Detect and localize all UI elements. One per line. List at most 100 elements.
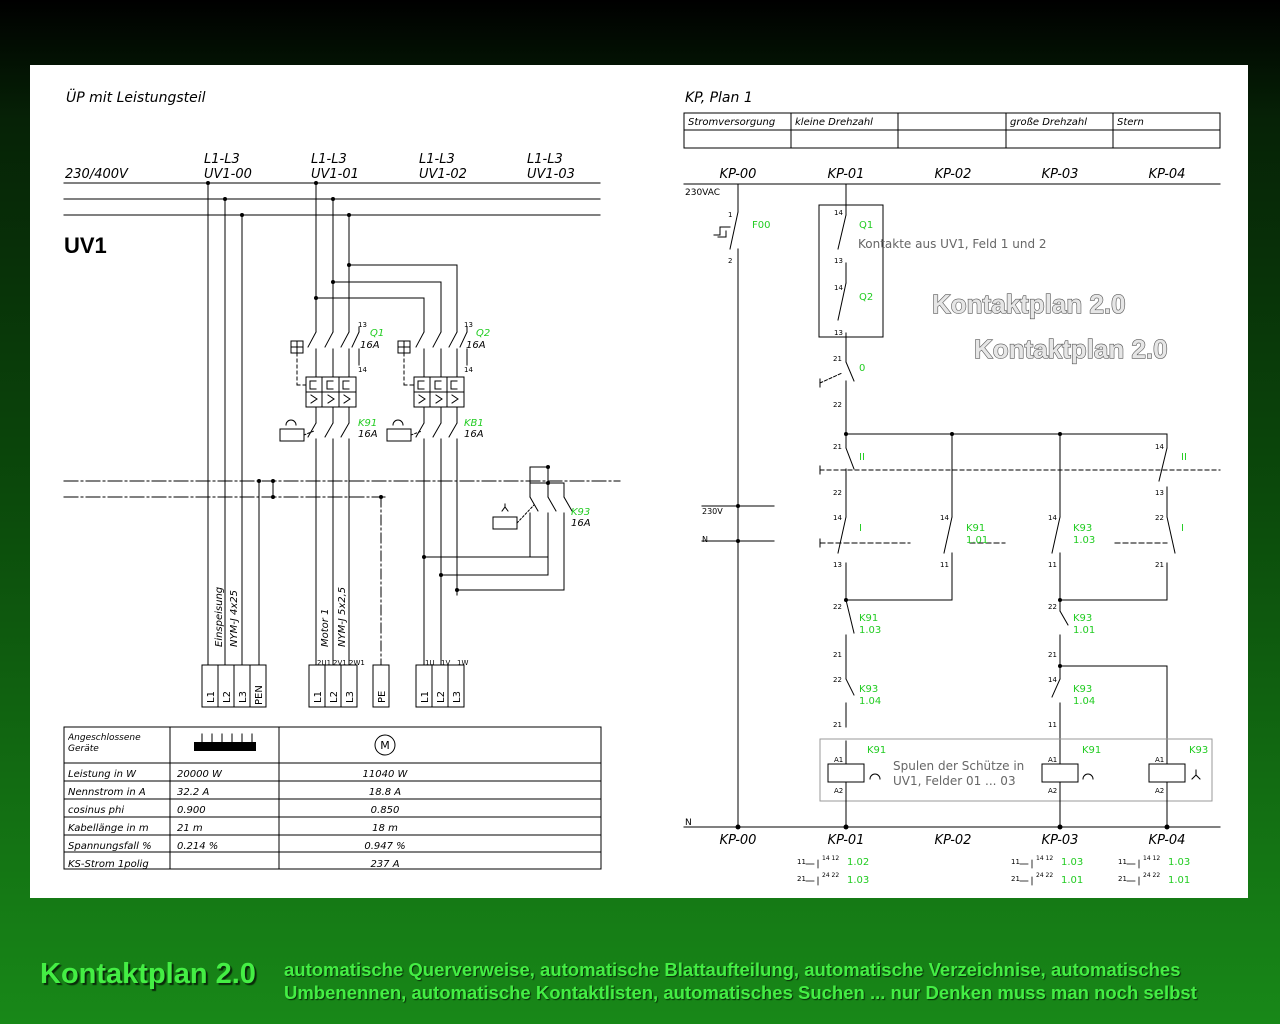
- contact-number: 21: [833, 721, 842, 729]
- xref-pin: 11: [1011, 858, 1020, 866]
- contact-number: 13: [358, 321, 367, 329]
- terminal-strip-3: [415, 664, 465, 708]
- table-cell-label: Leistung in W: [68, 769, 137, 780]
- terminal-pe-box: [372, 664, 390, 708]
- contactor-k91: [279, 419, 350, 666]
- k91-rating: 16A: [358, 429, 378, 440]
- drawing-sheet: ÜP mit Leistungsteil 230/400V L1-L3 UV1-…: [30, 65, 1248, 898]
- watermark-1: Kontaktplan 2.0: [932, 289, 1126, 319]
- coil-note-1: Spulen der Schütze in: [893, 759, 1024, 773]
- contact-number: 21: [833, 443, 842, 451]
- xref-pin: 24 22: [822, 872, 839, 879]
- switch-ii-a: II: [859, 452, 865, 463]
- contact-number: 21: [1155, 561, 1164, 569]
- coil-pin: A2: [1155, 787, 1164, 795]
- terminal-label: L1: [206, 691, 217, 703]
- section-id: UV1-02: [419, 167, 467, 182]
- contact-number: 13: [1155, 489, 1164, 497]
- left-schematic: ÜP mit Leistungsteil 230/400V L1-L3 UV1-…: [63, 88, 621, 870]
- footer-title: Kontaktplan 2.0: [40, 958, 256, 990]
- header-cell: große Drehzahl: [1010, 117, 1087, 128]
- footer-line-2: Umbenennen, automatische Kontaktlisten, …: [284, 982, 1197, 1003]
- contact-number: 21: [833, 651, 842, 659]
- feed-symbol-ticks: [201, 733, 253, 743]
- k93-d-tag: K93: [1073, 684, 1092, 695]
- k91-b-ref: 1.03: [859, 625, 881, 636]
- contact-number: 1: [728, 211, 732, 219]
- xref-pin: 21: [1011, 875, 1020, 883]
- terminal-label: L1: [313, 691, 324, 703]
- xref-value: 1.02: [847, 857, 869, 868]
- column-label-bottom: KP-03: [1042, 833, 1079, 848]
- k93-rating: 16A: [571, 518, 591, 529]
- terminal-top-label: 2V1: [333, 659, 347, 667]
- fuse-tag: F00: [752, 220, 770, 231]
- supply-voltage-right: 230VAC: [685, 188, 720, 198]
- contact-number: 13: [834, 329, 843, 337]
- terminal-top-label: 1W: [457, 659, 468, 667]
- bus-lines: [845, 433, 1168, 764]
- k93-junctions: [422, 465, 550, 592]
- terminal-top-label: 1U: [425, 659, 435, 667]
- terminal-label: L2: [436, 691, 447, 703]
- xref-value: 1.03: [847, 875, 869, 886]
- switch-0: 0: [859, 363, 865, 374]
- section-phases: L1-L3: [311, 152, 347, 167]
- k93-b-tag: K93: [1073, 613, 1092, 624]
- terminal-label: L3: [238, 691, 249, 703]
- breaker-q1: [290, 314, 360, 424]
- xref-value: 1.03: [1061, 857, 1083, 868]
- contact-number: 21: [833, 355, 842, 363]
- kb1-tag: KB1: [464, 418, 484, 429]
- left-title: ÜP mit Leistungsteil: [66, 88, 206, 106]
- coil-frame: [819, 738, 1213, 802]
- contact-number: 13: [464, 321, 473, 329]
- column-label-bottom: KP-01: [828, 833, 865, 848]
- cable-label: Motor 1: [320, 609, 331, 647]
- bus-junctions: [844, 432, 1062, 668]
- terminal-label: L1: [420, 691, 431, 703]
- fuse-f00: [713, 211, 739, 264]
- header-cell: Stern: [1117, 117, 1144, 128]
- terminal-label: L2: [329, 691, 340, 703]
- coils: [827, 762, 1201, 828]
- section-phases: L1-L3: [527, 152, 563, 167]
- switch-i-a: I: [859, 523, 862, 534]
- q2-rating: 16A: [466, 340, 486, 351]
- xref-pin: 21: [797, 875, 806, 883]
- contact-number: 14: [1048, 514, 1057, 522]
- footer-line-1: automatische Querverweise, automatische …: [284, 959, 1181, 980]
- terminal-top-label: 1V: [441, 659, 450, 667]
- coil-pin: A1: [834, 756, 843, 764]
- load-table-grid: [63, 726, 602, 870]
- contact-number: 14: [833, 514, 842, 522]
- column-kp01: [818, 183, 1221, 764]
- contact-number: 2: [728, 257, 732, 265]
- header-cell: kleine Drehzahl: [795, 117, 873, 128]
- k93-c-ref: 1.04: [859, 696, 881, 707]
- contact-number: 14: [834, 284, 843, 292]
- table-cell-v1: 0.900: [177, 805, 206, 816]
- k91-b-tag: K91: [859, 613, 878, 624]
- table-cell-label: Kabellänge in m: [68, 823, 149, 834]
- coil-tag: K91: [867, 745, 886, 756]
- header-grid: [683, 112, 1221, 149]
- panel-label: UV1: [64, 233, 107, 258]
- contact-number: 14: [358, 366, 367, 374]
- rail-junctions: [735, 504, 1170, 830]
- terminal-top-label: 2W1: [349, 659, 365, 667]
- contact-number: 13: [834, 257, 843, 265]
- switch-i-b: I: [1181, 523, 1184, 534]
- feed-wires: [207, 182, 260, 666]
- supply-voltage: 230/400V: [65, 167, 129, 182]
- contact-number: 22: [1155, 514, 1164, 522]
- q1-contact-tag: Q1: [859, 220, 873, 231]
- table-cell-v2: 11040 W: [363, 769, 409, 780]
- table-cell-v2: 0.947 %: [364, 841, 405, 852]
- column-label-bottom: KP-04: [1149, 833, 1186, 848]
- k93-b-ref: 1.01: [1073, 625, 1095, 636]
- xref-pin: 11: [1118, 858, 1127, 866]
- table-cell-label: cosinus phi: [68, 805, 124, 816]
- table-cell-v1: 32.2 A: [177, 787, 209, 798]
- right-schematic: KP, Plan 1 Stromversorgung kleine Drehza…: [683, 90, 1221, 886]
